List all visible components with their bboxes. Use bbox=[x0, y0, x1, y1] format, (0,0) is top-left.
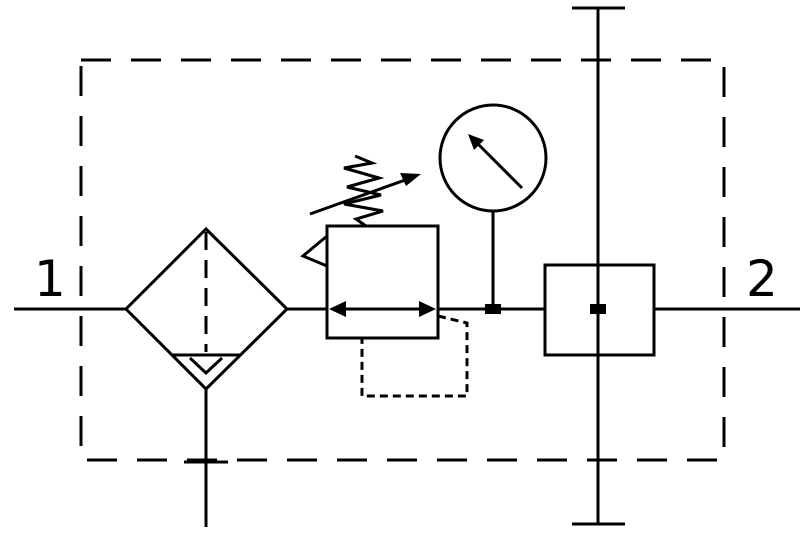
regulator-pilot-triangle bbox=[300, 234, 328, 268]
pressure-regulator-symbol bbox=[300, 154, 469, 398]
regulator-adjust-arrow bbox=[309, 177, 409, 216]
regulator-adjust-arrowhead bbox=[400, 173, 421, 186]
inlet-port-label: 1 bbox=[34, 250, 66, 308]
regulator-flow-arrowhead-left bbox=[329, 301, 346, 317]
filter-symbol bbox=[123, 226, 290, 527]
regulator-body bbox=[325, 224, 440, 340]
unit-enclosure bbox=[79, 58, 726, 462]
filter-diamond bbox=[123, 226, 290, 392]
outlet-port-label: 2 bbox=[746, 250, 778, 308]
gauge-needle-arrowhead bbox=[468, 134, 484, 150]
regulator-spring bbox=[343, 154, 385, 228]
manifold-junction-dot bbox=[590, 304, 606, 314]
manifold-block-body bbox=[543, 263, 656, 357]
regulator-flow-arrowhead-right bbox=[419, 301, 436, 317]
manifold-block-symbol bbox=[543, 6, 656, 526]
gauge-needle bbox=[476, 142, 524, 190]
filter-bowl-trap bbox=[188, 356, 224, 376]
pressure-gauge-symbol bbox=[438, 103, 548, 314]
regulator-pilot-line bbox=[360, 314, 469, 398]
gauge-junction-dot bbox=[485, 304, 501, 314]
